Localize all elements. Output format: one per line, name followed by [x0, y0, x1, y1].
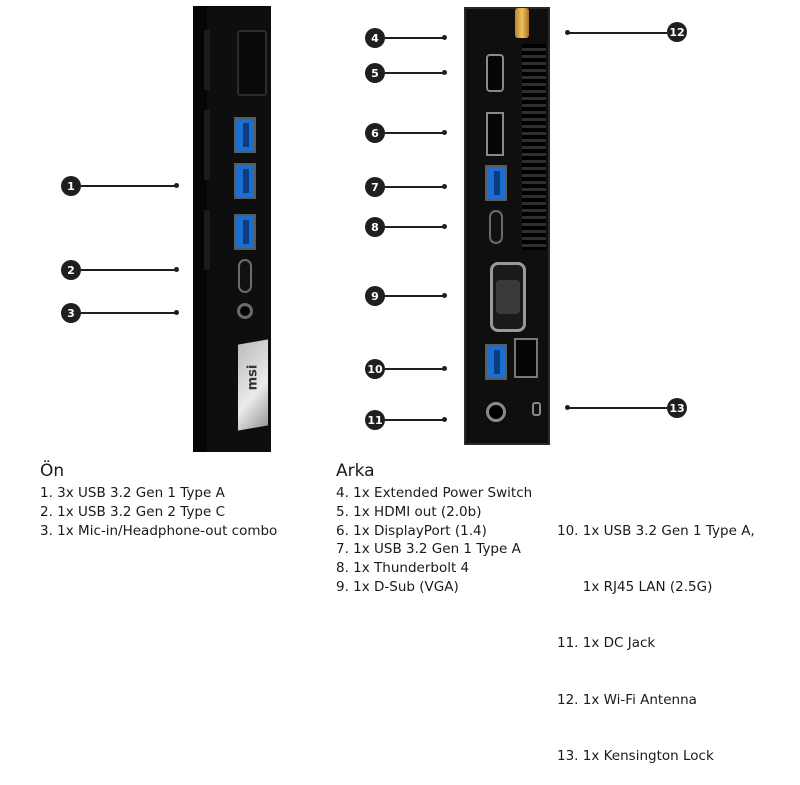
list-item: 3. 1x Mic-in/Headphone-out combo — [40, 522, 278, 539]
callout-3: 3 — [61, 303, 81, 323]
front-rib — [204, 210, 210, 270]
callout-dot — [442, 184, 447, 189]
list-item: 11. 1x DC Jack — [557, 635, 656, 652]
callout-line — [385, 368, 444, 370]
vga-port — [490, 262, 526, 332]
callout-line — [385, 37, 444, 39]
list-item: 7. 1x USB 3.2 Gen 1 Type A — [336, 541, 521, 558]
callout-11: 11 — [365, 410, 385, 430]
callout-line — [385, 295, 444, 297]
dc-jack — [486, 402, 506, 422]
callout-10: 10 — [365, 359, 385, 379]
list-item: 6. 1x DisplayPort (1.4) — [336, 522, 487, 539]
front-port-list: 1. 3x USB 3.2 Gen 1 Type A 2. 1x USB 3.2… — [40, 484, 277, 540]
callout-7: 7 — [365, 177, 385, 197]
callout-2: 2 — [61, 260, 81, 280]
callout-dot — [174, 267, 179, 272]
list-item: 5. 1x HDMI out (2.0b) — [336, 503, 482, 520]
front-rib — [204, 30, 210, 90]
front-rib — [204, 110, 210, 180]
callout-dot — [442, 293, 447, 298]
front-usb-a-port — [234, 163, 256, 199]
callout-line — [81, 185, 176, 187]
callout-line — [385, 419, 444, 421]
list-item: 9. 1x D-Sub (VGA) — [336, 578, 459, 595]
callout-line — [567, 407, 667, 409]
rear-port-list-col2: 10. 1x USB 3.2 Gen 1 Type A, 1x RJ45 LAN… — [557, 484, 755, 785]
callout-1: 1 — [61, 176, 81, 196]
vga-port-pins — [496, 280, 520, 314]
callout-9: 9 — [365, 286, 385, 306]
rear-port-list-col1: 4. 1x Extended Power Switch 5. 1x HDMI o… — [336, 484, 532, 597]
list-item: 2. 1x USB 3.2 Gen 2 Type C — [40, 503, 226, 520]
callout-line — [81, 269, 176, 271]
list-item: 1. 3x USB 3.2 Gen 1 Type A — [40, 485, 225, 501]
callout-5: 5 — [365, 63, 385, 83]
callout-line — [385, 132, 444, 134]
kensington-lock-slot — [532, 402, 541, 416]
callout-dot — [174, 183, 179, 188]
callout-line — [567, 32, 667, 34]
rear-usb-a-port — [485, 344, 507, 380]
front-usb-a-port — [234, 117, 256, 153]
hdmi-port — [486, 54, 504, 92]
callout-dot — [442, 70, 447, 75]
callout-line — [385, 186, 444, 188]
list-item: 13. 1x Kensington Lock — [557, 748, 714, 765]
callout-8: 8 — [365, 217, 385, 237]
list-item: 10. 1x USB 3.2 Gen 1 Type A, — [557, 522, 755, 539]
callout-dot — [442, 417, 447, 422]
front-panel-edge — [193, 6, 207, 452]
list-item: 12. 1x Wi-Fi Antenna — [557, 691, 697, 708]
rear-section-title: Arka — [336, 461, 375, 481]
msi-logo: msi — [245, 364, 261, 391]
front-usb-a-port — [234, 214, 256, 250]
front-section-title: Ön — [40, 461, 65, 481]
callout-4: 4 — [365, 28, 385, 48]
list-item: 1x RJ45 LAN (2.5G) — [557, 578, 713, 595]
rj45-lan-port — [514, 338, 538, 378]
callout-line — [385, 72, 444, 74]
power-button — [237, 30, 267, 96]
displayport-port — [486, 112, 504, 156]
callout-dot — [174, 310, 179, 315]
list-item: 4. 1x Extended Power Switch — [336, 485, 533, 501]
callout-6: 6 — [365, 123, 385, 143]
thunderbolt-port — [489, 210, 503, 244]
callout-dot — [442, 366, 447, 371]
callout-dot — [442, 35, 447, 40]
cooling-vents — [522, 44, 546, 250]
front-usb-c-port — [238, 259, 252, 293]
callout-line — [81, 312, 176, 314]
callout-12: 12 — [667, 22, 687, 42]
rear-usb-a-port — [485, 165, 507, 201]
audio-combo-jack — [237, 303, 253, 319]
callout-dot — [442, 130, 447, 135]
callout-line — [385, 226, 444, 228]
wifi-antenna-connector — [515, 8, 529, 38]
callout-dot — [442, 224, 447, 229]
list-item: 8. 1x Thunderbolt 4 — [336, 560, 470, 577]
callout-13: 13 — [667, 398, 687, 418]
